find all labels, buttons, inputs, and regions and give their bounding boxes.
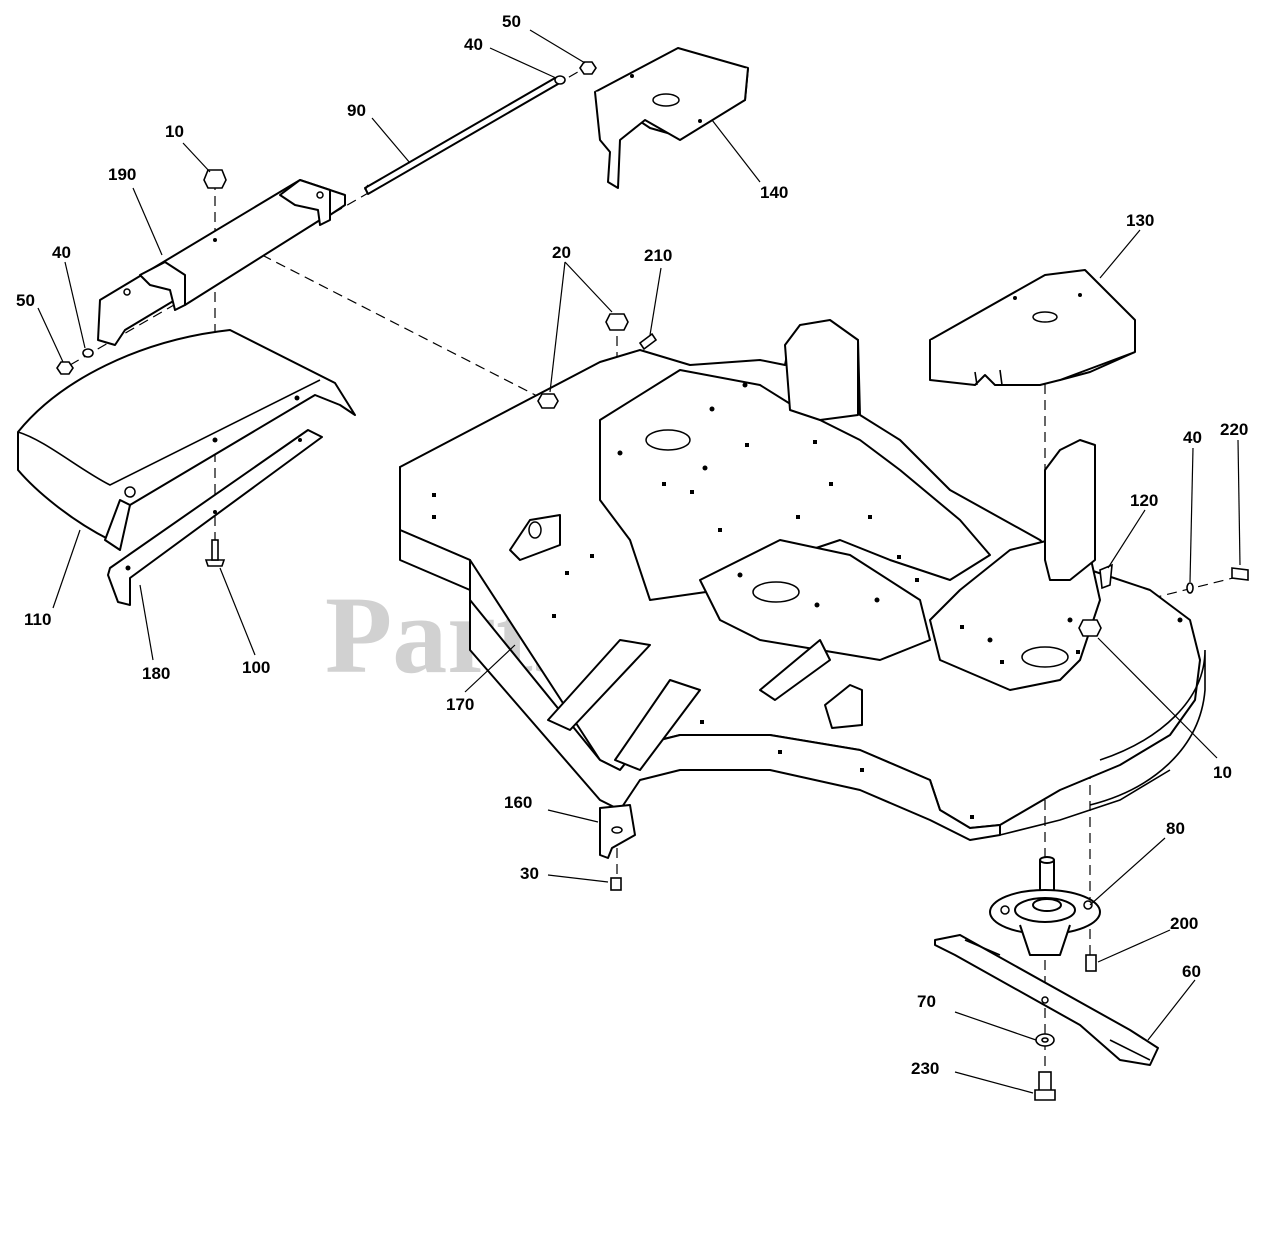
leader-lines (37, 29, 1241, 1094)
callout-230: 230 (911, 1059, 939, 1078)
callout-160: 160 (504, 793, 532, 812)
part-80-spindle-assembly (989, 856, 1101, 956)
callout-120: 120 (1130, 491, 1158, 510)
callout-170: 170 (446, 695, 474, 714)
part-90-rod (364, 77, 559, 195)
callout-20: 20 (552, 243, 571, 262)
part-180-strap (107, 429, 323, 606)
callout-labels: 50 40 90 10 190 40 50 20 210 140 130 220… (16, 12, 1248, 1078)
callout-190: 190 (108, 165, 136, 184)
part-110-discharge-chute (17, 329, 356, 551)
callout-90: 90 (347, 101, 366, 120)
callout-50-top: 50 (502, 12, 521, 31)
part-130-spindle-cover (929, 269, 1136, 386)
part-140-shield (594, 47, 749, 189)
callout-50-left: 50 (16, 291, 35, 310)
callout-100: 100 (242, 658, 270, 677)
callout-10-right: 10 (1213, 763, 1232, 782)
part-60-blade (934, 934, 1159, 1066)
callout-210: 210 (644, 246, 672, 265)
callout-130: 130 (1126, 211, 1154, 230)
callout-140: 140 (760, 183, 788, 202)
callout-60: 60 (1182, 962, 1201, 981)
callout-80: 80 (1166, 819, 1185, 838)
callout-40-right: 40 (1183, 428, 1202, 447)
callout-180: 180 (142, 664, 170, 683)
part-190-bracket (97, 179, 346, 346)
callout-70: 70 (917, 992, 936, 1011)
hardware (56, 61, 1249, 1101)
callout-10-top: 10 (165, 122, 184, 141)
callout-40-top: 40 (464, 35, 483, 54)
part-170-deck-shell (399, 319, 1206, 841)
callout-30: 30 (520, 864, 539, 883)
callout-220: 220 (1220, 420, 1248, 439)
callout-110: 110 (24, 610, 51, 629)
part-160-bracket (599, 804, 636, 859)
callout-200: 200 (1170, 914, 1198, 933)
callout-40-left: 40 (52, 243, 71, 262)
